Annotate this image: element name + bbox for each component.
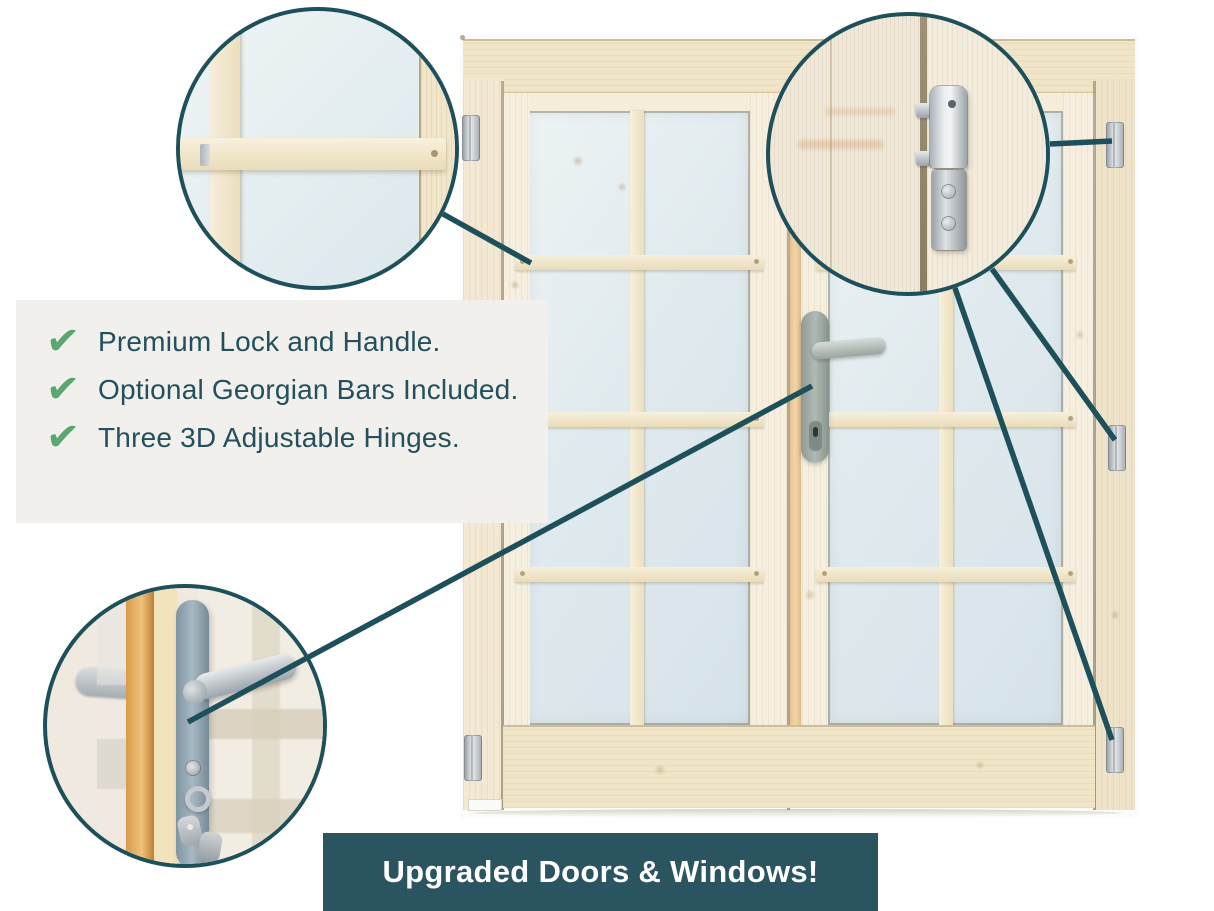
georgian-bar-horizontal	[515, 412, 764, 427]
georgian-bar-horizontal	[515, 567, 764, 582]
georgian-bars-callout	[176, 7, 459, 290]
door-edge-wood	[126, 588, 154, 864]
out-of-focus-door	[199, 588, 323, 864]
hinge-pin	[916, 103, 933, 118]
check-icon: ✔	[44, 316, 82, 365]
floor-shadow	[472, 809, 1122, 817]
hinge-icon	[462, 115, 480, 161]
georgian-bar-horizontal	[816, 567, 1076, 582]
door-edge-wood-light	[154, 588, 177, 864]
multipoint-lock-strip	[97, 588, 126, 864]
door-lock-cylinder	[809, 421, 822, 451]
hinge-icon	[464, 735, 482, 781]
banner-text: Upgraded Doors & Windows!	[382, 854, 819, 889]
hinge-screw	[941, 184, 956, 199]
hinge-icon	[1106, 122, 1124, 168]
feature-item: ✔ Premium Lock and Handle.	[44, 316, 524, 365]
wood-grain-mark	[825, 108, 895, 115]
wood-grain-mark	[798, 140, 884, 149]
bar-clip-detail	[200, 144, 210, 166]
hinge-barrel-top	[930, 86, 967, 168]
screw-detail	[431, 150, 438, 157]
check-icon: ✔	[44, 412, 82, 461]
right-door-right-stile	[1063, 93, 1095, 808]
callout-horizontal-bar	[180, 138, 446, 170]
hinge-icon	[1106, 727, 1124, 773]
key-ring	[185, 786, 211, 812]
feature-item: ✔ Three 3D Adjustable Hinges.	[44, 412, 524, 461]
feature-item: ✔ Optional Georgian Bars Included.	[44, 364, 524, 413]
key-hole-dot	[187, 824, 193, 830]
left-door-kick-panel	[503, 725, 790, 808]
hinge-barrel-bottom	[932, 170, 966, 250]
check-icon: ✔	[44, 364, 82, 413]
feature-list: ✔ Premium Lock and Handle. ✔ Optional Ge…	[16, 300, 548, 523]
lock-handle-callout	[43, 584, 327, 868]
door-gap-right	[1093, 81, 1096, 810]
threshold-block	[468, 799, 502, 811]
hinge-callout	[766, 12, 1050, 296]
plank-joint	[830, 16, 832, 292]
hinge-icon	[1108, 425, 1126, 471]
handle-neck	[183, 680, 207, 704]
georgian-bar-horizontal	[816, 412, 1076, 427]
hinge-screw-hole	[948, 100, 956, 108]
hinge-screw	[941, 216, 956, 231]
georgian-bar-horizontal	[515, 255, 764, 270]
bar-screws	[460, 35, 465, 40]
feature-text: Three 3D Adjustable Hinges.	[98, 422, 460, 453]
feature-text: Optional Georgian Bars Included.	[98, 374, 519, 405]
banner: Upgraded Doors & Windows!	[323, 833, 878, 911]
right-door-kick-panel	[790, 725, 1095, 808]
lock-cylinder	[185, 760, 201, 776]
feature-text: Premium Lock and Handle.	[98, 326, 441, 357]
hinge-pin	[916, 151, 933, 166]
